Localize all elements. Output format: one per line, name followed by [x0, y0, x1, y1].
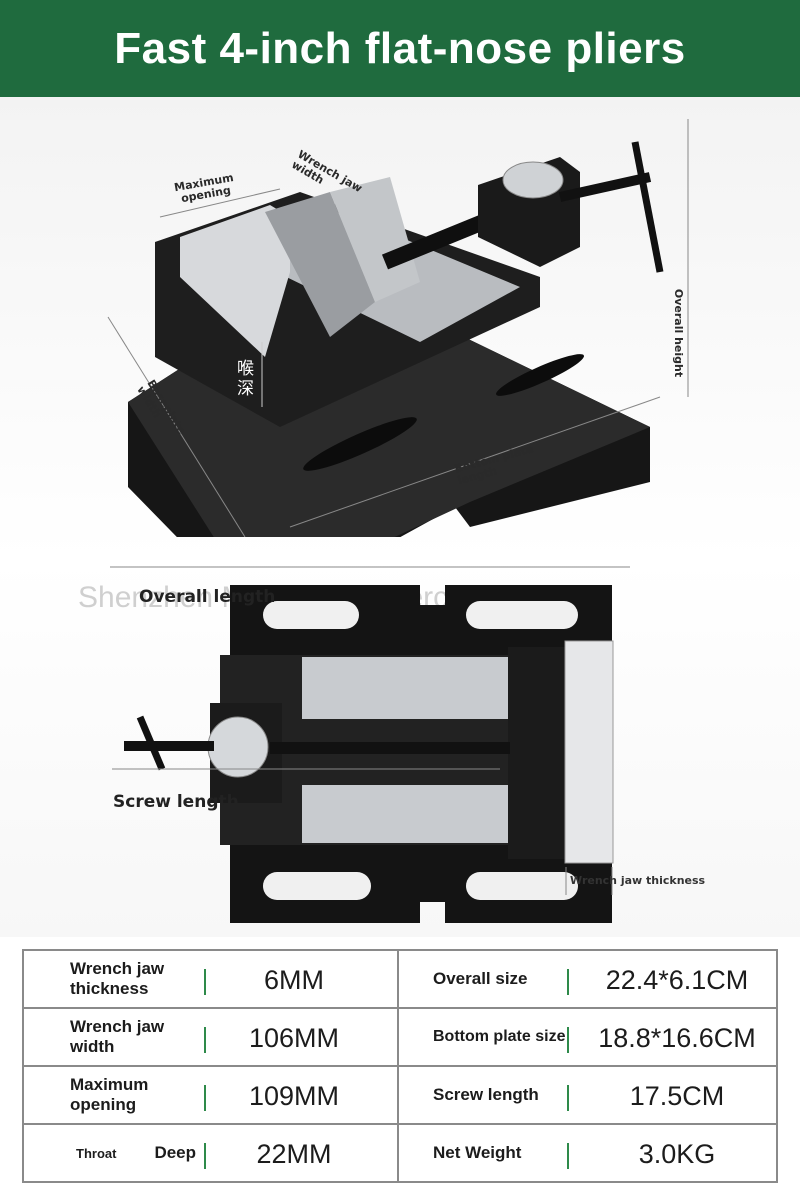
- separator: [204, 1143, 206, 1169]
- spec-label: Throat: [76, 1145, 117, 1161]
- spec-value: 109MM: [248, 1081, 340, 1111]
- handle-crossbar: [136, 715, 166, 771]
- handle-crossbar: [631, 141, 664, 273]
- rail-steel: [302, 657, 512, 719]
- spec-label: Wrench jaw thickness: [70, 959, 165, 998]
- screw-cap: [502, 161, 564, 199]
- slot-shape: [466, 872, 578, 900]
- separator: [204, 969, 206, 995]
- table-row: Wrench jaw thickness 6MM Overall size 22…: [22, 949, 778, 1009]
- dim-line: [159, 188, 281, 218]
- product-photo-area: Maximum opening Wrench jaw width Overall…: [0, 97, 800, 937]
- handle-bar: [124, 741, 214, 751]
- screw-cap: [207, 716, 269, 778]
- label-overall-height: Overall height: [672, 288, 685, 378]
- spec-value: 6MM: [264, 965, 324, 995]
- fixed-jaw-top: [508, 647, 568, 859]
- slot-shape: [263, 601, 359, 629]
- spec-value: 22.4*6.1CM: [605, 965, 749, 995]
- spec-label: Wrench jaw width: [70, 1017, 165, 1056]
- spec-label: Deep: [154, 1142, 197, 1162]
- jaw-plate: [564, 640, 614, 864]
- spec-value: 106MM: [248, 1023, 340, 1053]
- vise-top-view-illustration: [110, 566, 630, 923]
- spec-value: 18.8*16.6CM: [598, 1023, 756, 1053]
- separator: [204, 1027, 206, 1053]
- slot-shape: [303, 417, 417, 471]
- separator: [567, 1143, 569, 1169]
- label-wrench-jaw-thickness: Wrench jaw thickness: [570, 874, 706, 887]
- separator: [567, 1027, 569, 1053]
- movable-jaw-body: [330, 177, 420, 302]
- label-overall-length: Overall length: [139, 587, 276, 607]
- movable-jaw-plate: [265, 192, 375, 337]
- dim-line: [107, 316, 246, 537]
- slot-shape: [263, 872, 371, 900]
- screw-shape: [270, 742, 510, 754]
- spec-label: Net Weight: [433, 1143, 522, 1162]
- spec-label: Bottom plate size: [433, 1028, 566, 1045]
- table-row: Throat Deep 22MM Net Weight 3.0KG: [22, 1123, 778, 1183]
- rail-steel: [302, 785, 512, 843]
- table-row: Maximum opening 109MM Screw length 17.5C…: [22, 1065, 778, 1125]
- spec-value: 17.5CM: [629, 1081, 725, 1111]
- handle-bar: [558, 172, 652, 202]
- slot-shape: [496, 354, 584, 396]
- separator: [204, 1085, 206, 1111]
- dim-line: [289, 396, 661, 528]
- spec-label: Overall size: [433, 969, 528, 988]
- spec-label: Maximum opening: [70, 1075, 149, 1114]
- spec-label-throat-deep: Throat Deep: [24, 1143, 397, 1164]
- slot-shape: [466, 601, 578, 629]
- spec-value: 3.0KG: [638, 1139, 716, 1169]
- label-screw-length: Screw length: [113, 792, 239, 812]
- fixed-jaw: [180, 205, 290, 357]
- page-title: Fast 4-inch flat-nose pliers: [114, 23, 686, 73]
- vise-perspective-illustration: [107, 119, 689, 537]
- title-banner: Fast 4-inch flat-nose pliers: [0, 0, 800, 97]
- spec-label: Screw length: [433, 1085, 539, 1104]
- separator: [567, 1085, 569, 1111]
- spec-value: 22MM: [256, 1139, 332, 1169]
- separator: [567, 969, 569, 995]
- spec-table: Wrench jaw thickness 6MM Overall size 22…: [22, 949, 778, 1183]
- table-row: Wrench jaw width 106MM Bottom plate size…: [22, 1007, 778, 1067]
- label-throat-depth-chinese: 喉深: [237, 359, 254, 399]
